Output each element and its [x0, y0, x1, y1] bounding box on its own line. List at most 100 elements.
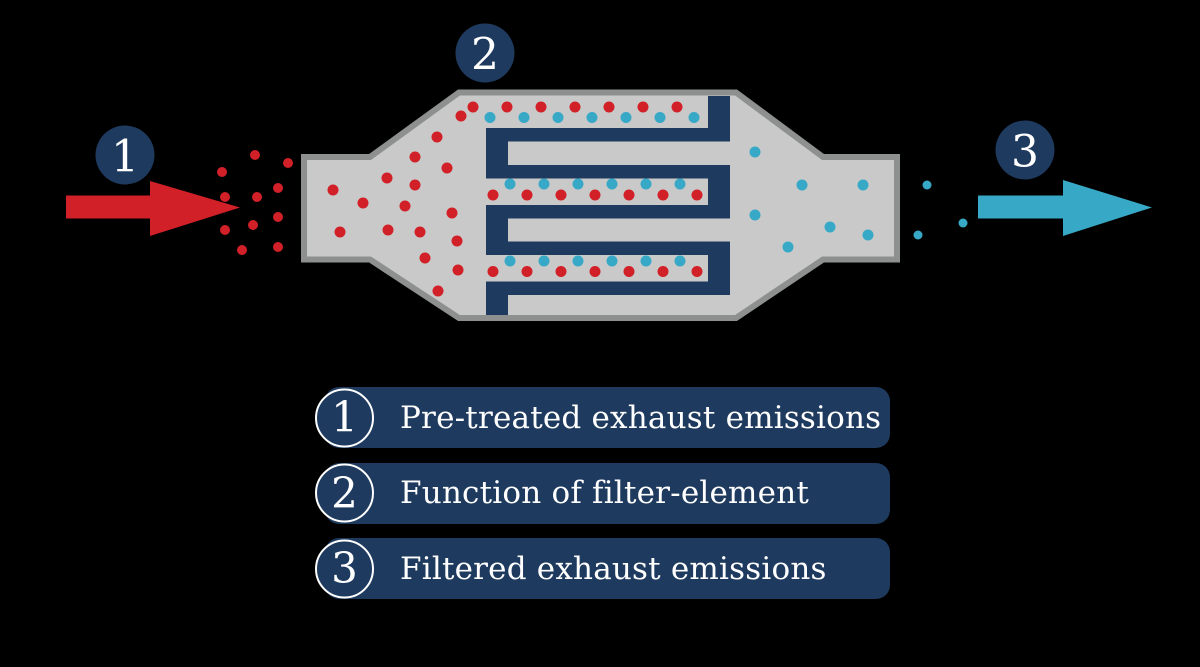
filter-wall-1 — [486, 165, 730, 179]
soot-dots-pre-inlet — [283, 158, 293, 168]
soot-dots-channel-bottom — [487, 266, 499, 277]
clean-dots-channel-top — [518, 112, 530, 123]
legend-item-3: 3 Filtered exhaust emissions — [315, 538, 890, 599]
soot-dots-channel-bottom — [521, 266, 533, 277]
clean-dots-post-outlet — [922, 180, 932, 190]
clean-dots-channel-top — [688, 112, 700, 123]
soot-dots-inlet-cone — [451, 235, 463, 247]
soot-dots-inlet-cone — [357, 197, 369, 209]
soot-dots-inlet-cone — [327, 184, 339, 196]
soot-dots-channel-top — [501, 101, 513, 113]
legend-number-badge-1: 1 — [315, 388, 374, 447]
clean-dots-channel-top — [654, 112, 666, 123]
clean-dots-channel-mid — [572, 178, 584, 190]
clean-dots-channel-bottom — [640, 255, 652, 267]
soot-dots-inlet-cone — [432, 285, 444, 297]
soot-dots-pre-inlet — [250, 150, 260, 160]
legend-item-2: 2 Function of filter-element — [315, 462, 890, 524]
filter-wall-4 — [486, 281, 730, 295]
clean-dots-channel-top — [484, 112, 496, 123]
clean-dots-post-outlet — [958, 218, 968, 228]
soot-dots-channel-mid — [589, 189, 601, 201]
clean-dots-channel-bottom — [572, 255, 584, 267]
soot-dots-channel-mid — [623, 189, 635, 201]
filter-wall-7 — [486, 281, 508, 315]
clean-dots-post-outlet — [913, 230, 923, 240]
filter-wall-0 — [486, 128, 730, 142]
legend-label-1: Pre-treated exhaust emissions — [400, 399, 882, 436]
soot-dots-inlet-cone — [382, 224, 394, 236]
clean-dots-channel-bottom — [674, 255, 686, 267]
soot-dots-inlet-cone — [414, 226, 426, 238]
clean-dots-channel-mid — [538, 178, 550, 190]
clean-dots-outlet — [862, 229, 874, 241]
legend-number-2: 2 — [331, 468, 358, 517]
clean-dots-outlet — [782, 241, 794, 253]
legend-number-badge-3: 3 — [315, 539, 374, 598]
marker-circle-2 — [455, 23, 515, 83]
legend-number-badge-2: 2 — [315, 463, 374, 523]
soot-dots-inlet-cone — [452, 264, 464, 276]
soot-dots-inlet-cone — [419, 252, 431, 264]
soot-dots-inlet-cone — [409, 179, 421, 191]
soot-dots-channel-top — [603, 101, 615, 113]
clean-dots-channel-mid — [640, 178, 652, 190]
clean-dots-channel-top — [552, 112, 564, 123]
clean-dots-outlet — [749, 146, 761, 158]
soot-dots-channel-bottom — [555, 266, 567, 277]
legend: 1 Pre-treated exhaust emissions 2 Functi… — [315, 387, 890, 614]
soot-dots-pre-inlet — [248, 220, 258, 230]
clean-dots-outlet — [857, 179, 869, 191]
soot-dots-channel-mid — [487, 189, 499, 201]
soot-dots-channel-mid — [555, 189, 567, 201]
marker-number-1: 1 — [111, 132, 139, 183]
filter-wall-2 — [486, 205, 730, 219]
soot-dots-channel-top — [671, 101, 683, 113]
filter-wall-10 — [708, 241, 730, 295]
soot-dots-channel-top — [569, 101, 581, 113]
clean-dots-channel-bottom — [538, 255, 550, 267]
soot-dots-pre-inlet — [273, 242, 283, 252]
filter-wall-5 — [486, 128, 508, 179]
soot-dots-channel-bottom — [589, 266, 601, 277]
soot-dots-channel-bottom — [691, 266, 703, 277]
soot-dots-inlet-cone — [399, 200, 411, 212]
soot-dots-pre-inlet — [220, 225, 230, 235]
soot-dots-channel-mid — [521, 189, 533, 201]
legend-label-2: Function of filter-element — [400, 475, 810, 511]
legend-number-3: 3 — [331, 543, 358, 593]
legend-item-1: 1 Pre-treated exhaust emissions — [315, 387, 890, 448]
soot-dots-inlet-cone — [409, 151, 421, 163]
clean-dots-outlet — [796, 179, 808, 191]
marker-number-3: 3 — [1011, 127, 1039, 178]
filter-wall-3 — [486, 241, 730, 255]
soot-dots-pre-inlet — [220, 192, 230, 202]
soot-dots-channel-mid — [691, 189, 703, 201]
soot-dots-inlet-cone — [446, 207, 458, 219]
soot-dots-inlet-cone — [441, 162, 453, 174]
soot-dots-inlet-cone — [334, 226, 346, 238]
soot-dots-pre-inlet — [217, 167, 227, 177]
outlet-arrow — [978, 180, 1152, 236]
clean-dots-channel-mid — [674, 178, 686, 190]
soot-dots-channel-bottom — [623, 266, 635, 277]
clean-dots-outlet — [749, 209, 761, 221]
soot-dots-channel-top — [535, 101, 547, 113]
soot-dots-pre-inlet — [273, 212, 283, 222]
soot-dots-pre-inlet — [237, 245, 247, 255]
filter-wall-6 — [486, 205, 508, 255]
legend-label-3: Filtered exhaust emissions — [400, 550, 827, 587]
clean-dots-outlet — [824, 221, 836, 233]
marker-circle-1 — [95, 125, 155, 185]
soot-dots-channel-mid — [657, 189, 669, 201]
filter-wall-9 — [708, 165, 730, 219]
clean-dots-channel-top — [586, 112, 598, 123]
clean-dots-channel-top — [620, 112, 632, 123]
soot-dots-inlet-cone — [381, 172, 393, 184]
soot-dots-pre-inlet — [273, 183, 283, 193]
clean-dots-channel-bottom — [504, 255, 516, 267]
clean-dots-channel-mid — [504, 178, 516, 190]
soot-dots-channel-bottom — [657, 266, 669, 277]
